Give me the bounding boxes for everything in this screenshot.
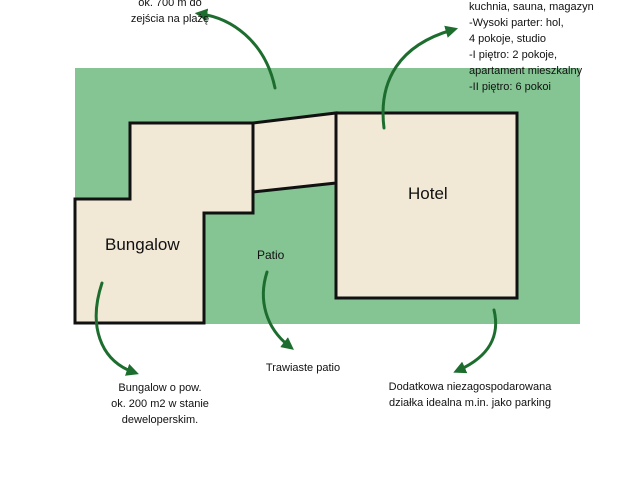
- arrow-bungalow-note: [94, 281, 139, 376]
- arrow-plot-note: [453, 308, 498, 374]
- plot-note: Dodatkowa niezagospodarowana działka ide…: [375, 379, 565, 411]
- patio-note: Trawiaste patio: [253, 360, 353, 376]
- beach-note-line: ok. 700 m do: [138, 0, 202, 9]
- hotel-note-line: -Wysoki parter: hol,: [469, 17, 564, 29]
- bungalow-note-line: ok. 200 m2 w stanie: [111, 398, 209, 410]
- bungalow-note-line: Bungalow o pow.: [118, 382, 202, 394]
- hotel-note-line: -II piętro: 6 pokoi: [469, 81, 551, 93]
- bungalow-label: Bungalow: [105, 235, 180, 254]
- hotel-note-line: 4 pokoje, studio: [469, 33, 547, 45]
- bungalow-note: Bungalow o pow. ok. 200 m2 w stanie dewe…: [90, 380, 230, 428]
- hotel-note-line: apartament mieszkalny: [469, 65, 583, 77]
- plot-note-line: Dodatkowa niezagospodarowana: [388, 381, 552, 393]
- hotel-note-line: -I piętro: 2 pokoje,: [469, 49, 558, 61]
- hotel-building: [334, 111, 519, 300]
- patio-note-line: Trawiaste patio: [265, 362, 341, 374]
- bungalow-note-line: deweloperskim.: [121, 414, 199, 426]
- hotel-label: Hotel: [408, 184, 448, 203]
- plot-note-line: działka idealna m.in. jako parking: [388, 397, 552, 409]
- hotel-note: kuchnia, sauna, magazyn -Wysoki parter: …: [469, 0, 639, 95]
- arrow-hotel-note: [381, 25, 459, 130]
- arrow-beach: [194, 8, 277, 90]
- connector-building: [251, 111, 338, 194]
- beach-note: ok. 700 m do zejścia na plażę: [110, 0, 230, 27]
- arrow-patio-note: [261, 270, 294, 350]
- beach-note-line: zejścia na plażę: [130, 13, 210, 25]
- patio-label: Patio: [257, 248, 285, 262]
- hotel-note-line: kuchnia, sauna, magazyn: [469, 1, 594, 13]
